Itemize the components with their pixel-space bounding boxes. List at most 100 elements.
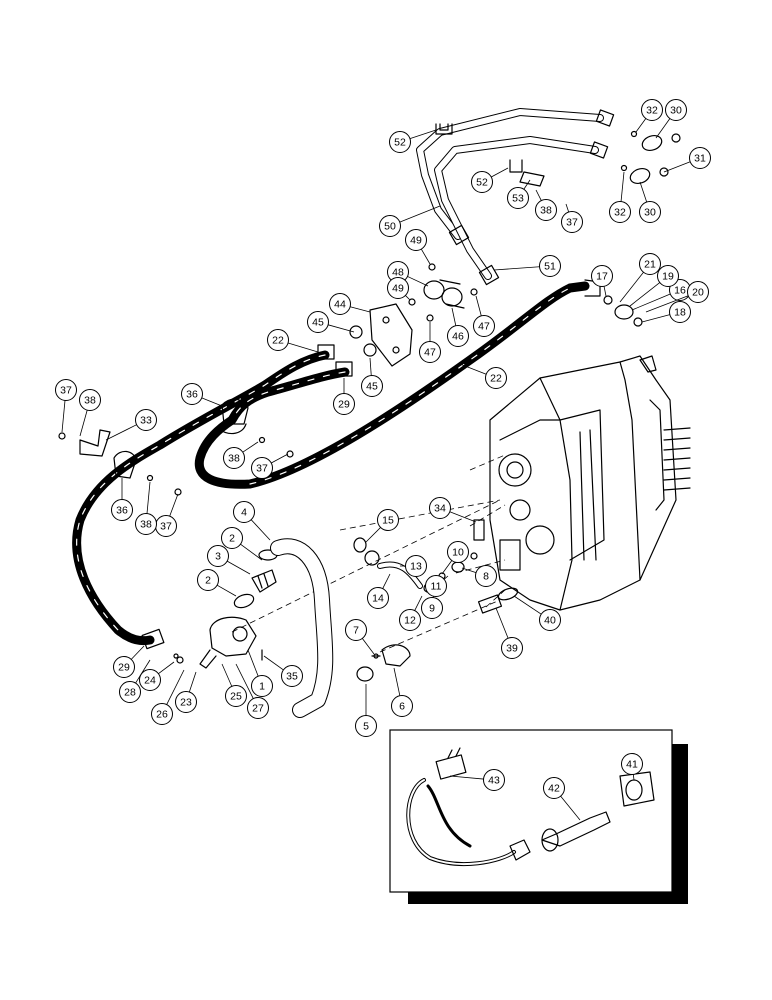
- leader-line: [461, 567, 477, 574]
- tube-clip: [435, 123, 545, 187]
- callout-bubble: [345, 619, 367, 641]
- leader-line: [493, 266, 540, 271]
- callout-52a: 52: [389, 129, 437, 153]
- callout-bubble: [399, 609, 421, 631]
- callout-37a: 37: [55, 379, 77, 433]
- callout-number: 50: [384, 221, 396, 233]
- clamp-parts: [356, 644, 411, 682]
- leader-line: [663, 161, 691, 173]
- fitting-group-center: [408, 263, 478, 322]
- leader-line: [491, 167, 509, 178]
- callout-6: 6: [391, 667, 413, 717]
- leader-line: [645, 295, 689, 313]
- fitting-group-right: [603, 295, 643, 327]
- callout-bubble: [233, 501, 255, 523]
- callout-bubble: [535, 199, 557, 221]
- callout-number: 33: [140, 415, 152, 427]
- callout-number: 53: [512, 193, 524, 205]
- callout-number: 26: [156, 709, 168, 721]
- callout-bubble: [483, 769, 505, 791]
- callout-number: 40: [544, 615, 556, 627]
- leader-line: [135, 659, 151, 684]
- leader-line: [226, 560, 251, 575]
- leader-line: [405, 295, 411, 301]
- callout-number: 5: [363, 721, 369, 733]
- callout-number: 22: [272, 335, 284, 347]
- callout-number: 23: [180, 697, 192, 709]
- callout-number: 36: [186, 389, 198, 401]
- callout-number: 42: [548, 783, 560, 795]
- leader-line: [535, 189, 542, 201]
- callout-number: 36: [116, 505, 128, 517]
- hose-clamps: [58, 398, 294, 496]
- leader-line: [61, 400, 66, 433]
- leader-line: [641, 314, 670, 323]
- leader-line: [407, 276, 429, 287]
- callout-18: 18: [641, 301, 691, 323]
- callout-37d: 37: [561, 203, 583, 233]
- callout-5: 5: [355, 684, 377, 737]
- valve-assembly: [173, 549, 278, 669]
- callout-22a: 22: [267, 329, 319, 353]
- callout-number: 38: [84, 395, 96, 407]
- callout-number: 43: [488, 775, 500, 787]
- callout-bubble: [355, 715, 377, 737]
- leader-line: [620, 171, 625, 202]
- callout-50: 50: [379, 205, 441, 237]
- callout-number: 34: [434, 503, 446, 515]
- callout-bubble: [223, 447, 245, 469]
- leader-line: [166, 669, 185, 705]
- leader-line: [399, 205, 441, 223]
- callout-number: 25: [230, 691, 242, 703]
- leader-line: [242, 441, 259, 453]
- callout-32b: 32: [609, 171, 631, 223]
- leader-line: [216, 584, 237, 597]
- leader-line: [632, 774, 635, 781]
- callout-number: 24: [144, 675, 156, 687]
- leader-line: [158, 661, 175, 675]
- callout-bubble: [391, 695, 413, 717]
- callout-bubble: [689, 147, 711, 169]
- callout-bubble: [507, 187, 529, 209]
- callout-bubble: [247, 697, 269, 719]
- callout-12: 12: [399, 595, 423, 631]
- callout-45b: 45: [361, 357, 383, 397]
- callout-number: 11: [431, 581, 442, 593]
- leader-line: [655, 118, 671, 139]
- callout-bubble: [501, 637, 523, 659]
- callout-bubble: [543, 777, 565, 799]
- callout-bubble: [307, 311, 329, 333]
- leader-line: [382, 573, 391, 589]
- callout-bubble: [447, 325, 469, 347]
- leader-line: [369, 357, 372, 376]
- callout-number: 45: [366, 381, 378, 393]
- callout-bubble: [111, 499, 133, 521]
- leader-line: [451, 307, 457, 326]
- callout-36a: 36: [181, 383, 223, 407]
- callout-number: 51: [544, 261, 556, 273]
- callout-number: 15: [382, 515, 394, 527]
- callout-bubble: [119, 681, 141, 703]
- callout-number: 19: [662, 271, 674, 283]
- callout-bubble: [485, 367, 507, 389]
- callout-number: 20: [692, 287, 704, 299]
- fitting-group-top-right: [620, 130, 681, 185]
- leader-line: [240, 543, 263, 561]
- callout-bubble: [665, 99, 687, 121]
- callout-number: 52: [476, 177, 488, 189]
- leader-line: [221, 663, 233, 687]
- callout-bubble: [135, 513, 157, 535]
- callout-29a: 29: [113, 645, 145, 678]
- callout-number: 9: [429, 603, 435, 615]
- callout-41: 41: [621, 753, 643, 781]
- callout-bubble: [425, 575, 447, 597]
- leader-line: [420, 248, 431, 265]
- leader-line: [201, 397, 223, 407]
- callout-number: 17: [596, 271, 608, 283]
- callout-bubble: [113, 656, 135, 678]
- callout-number: 49: [410, 235, 422, 247]
- callout-number: 13: [410, 561, 422, 573]
- callout-36b: 36: [111, 478, 133, 521]
- leader-line: [361, 638, 375, 655]
- leader-line: [235, 663, 254, 699]
